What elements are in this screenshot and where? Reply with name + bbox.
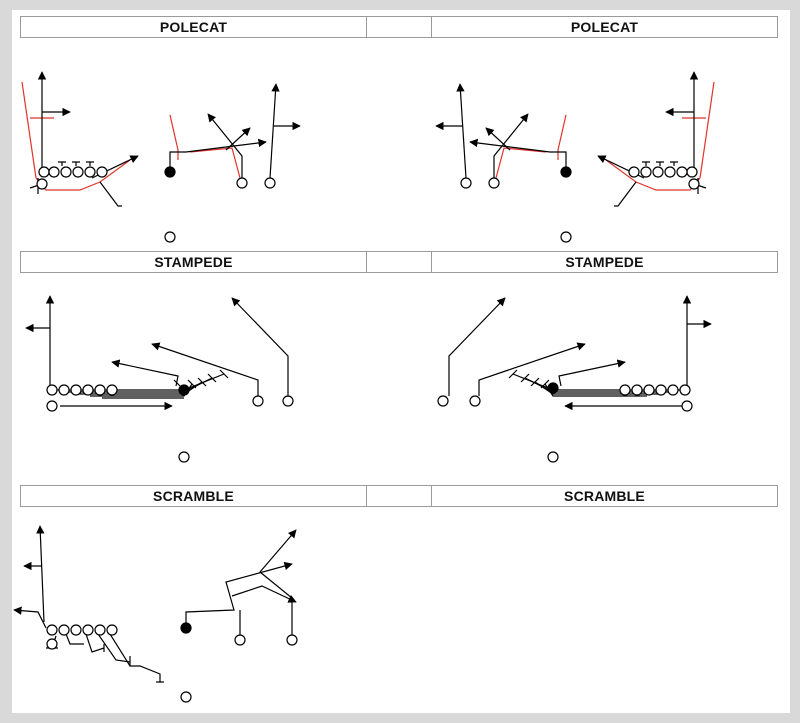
play-title-polecat-left: POLECAT: [20, 16, 367, 38]
playbook-sheet: [12, 10, 790, 713]
header-spacer: [367, 485, 431, 507]
play-title-scramble-left: SCRAMBLE: [20, 485, 367, 507]
play-title-polecat-right: POLECAT: [431, 16, 778, 38]
header-spacer: [367, 251, 431, 273]
play-title-stampede-right: STAMPEDE: [431, 251, 778, 273]
play-title-scramble-right: SCRAMBLE: [431, 485, 778, 507]
header-spacer: [367, 16, 431, 38]
play-title-stampede-left: STAMPEDE: [20, 251, 367, 273]
